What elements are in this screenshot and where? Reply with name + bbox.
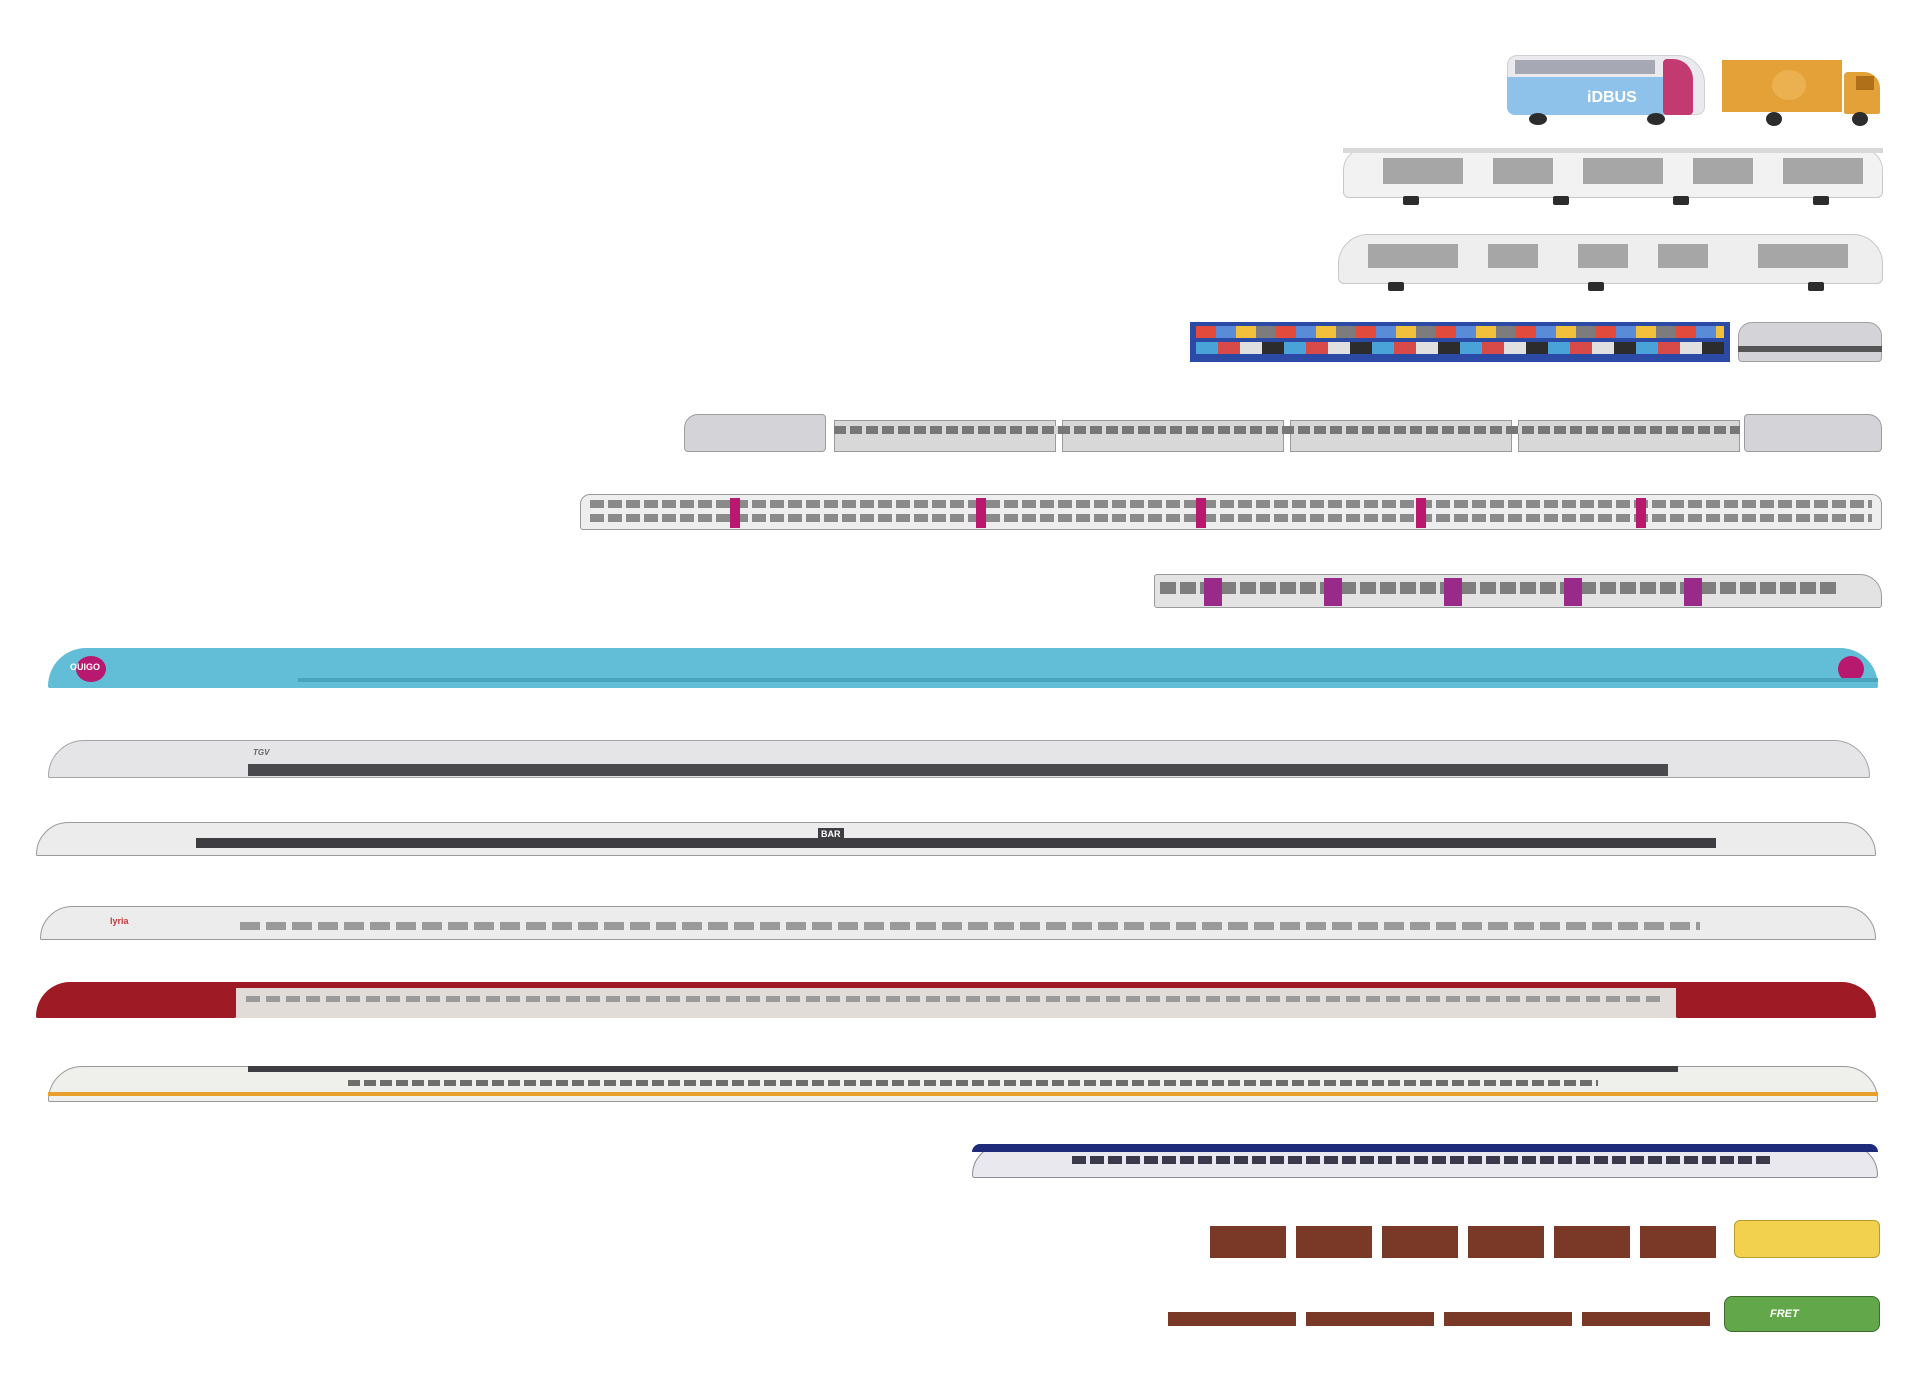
tgv-lyria-train: lyria bbox=[40, 906, 1876, 946]
hopper-freight-train bbox=[1210, 1220, 1880, 1264]
eurostar-train bbox=[48, 1066, 1878, 1108]
tram-alstom bbox=[1338, 234, 1883, 291]
tgv-logo: TGV bbox=[253, 748, 270, 757]
thalys-train bbox=[36, 982, 1876, 1024]
idbus-coach: iDBUS bbox=[1507, 55, 1705, 125]
fret-logo: FRET bbox=[1770, 1308, 1799, 1320]
lyria-logo: lyria bbox=[110, 916, 129, 926]
tgv-inoui-train: BAR bbox=[36, 822, 1876, 862]
idbus-logo: iDBUS bbox=[1587, 89, 1637, 106]
tram-citadis bbox=[1343, 148, 1883, 205]
bar-label: BAR bbox=[818, 828, 844, 840]
double-deck-regional-train bbox=[580, 494, 1882, 534]
regiolis-train bbox=[972, 1144, 1878, 1182]
suburban-train bbox=[1154, 574, 1882, 612]
flat-freight-train: FRET bbox=[1168, 1296, 1880, 1336]
delivery-truck bbox=[1722, 60, 1880, 126]
tgv-duplex-train: TGV bbox=[48, 740, 1870, 782]
ouigo-logo: OUIGO bbox=[70, 662, 101, 672]
intercity-train bbox=[684, 414, 1882, 456]
car-carrier-train bbox=[1190, 322, 1882, 368]
ouigo-train: OUIGO bbox=[48, 648, 1878, 692]
